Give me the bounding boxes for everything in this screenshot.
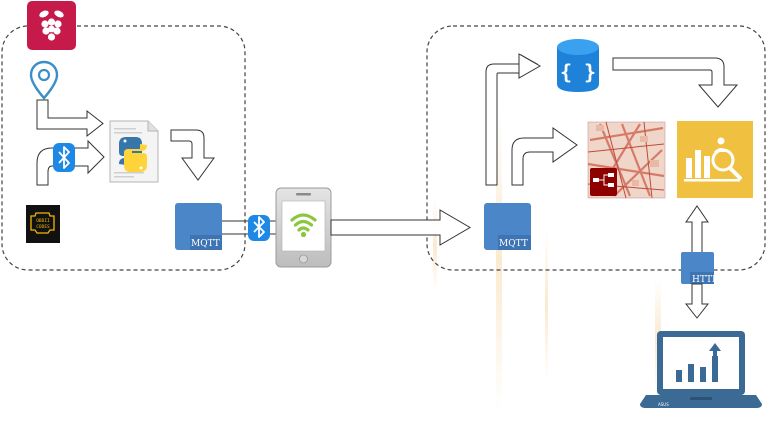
bluetooth-link-icon (248, 215, 270, 241)
mqtt-label-right: MQTT (499, 239, 528, 249)
laptop-brand: ASUS (658, 402, 669, 407)
obd-line-1: OBDII (36, 218, 50, 224)
http-api-icon: HTTP (681, 252, 718, 285)
arrow-broker-to-flows (511, 127, 578, 186)
node-red-map-icon (587, 121, 666, 199)
mqtt-label-left: MQTT (191, 239, 220, 249)
location-pin-icon (29, 60, 59, 100)
arrow-phone-to-cloud (330, 209, 471, 246)
smartphone-wifi-icon (275, 187, 332, 268)
arrow-database-to-analytics (612, 57, 739, 108)
python-file-icon (109, 120, 159, 183)
arrow-http-to-client (684, 283, 710, 319)
laptop-chart-icon: ASUS (640, 331, 762, 408)
arrow-script-to-broker (170, 129, 215, 181)
svg-text:{ }: { } (560, 60, 596, 84)
obd-line-2: CODES (36, 224, 50, 230)
http-label: HTTP (692, 275, 718, 285)
obd-codes-icon: OBDII CODES (26, 205, 60, 243)
edge-device-container (1, 25, 246, 271)
cloud-container (426, 25, 766, 271)
mqtt-broker-right: MQTT (484, 203, 531, 250)
arrow-http-to-analytics (685, 205, 709, 257)
bluetooth-icon (53, 143, 75, 172)
arrow-gps-to-script (36, 99, 104, 138)
arrow-head-to-database (518, 53, 542, 79)
json-database-icon: { } (557, 39, 599, 92)
mqtt-broker-left: MQTT (175, 203, 222, 250)
analytics-dashboard-icon (677, 121, 753, 198)
raspberry-pi-icon (27, 1, 76, 50)
